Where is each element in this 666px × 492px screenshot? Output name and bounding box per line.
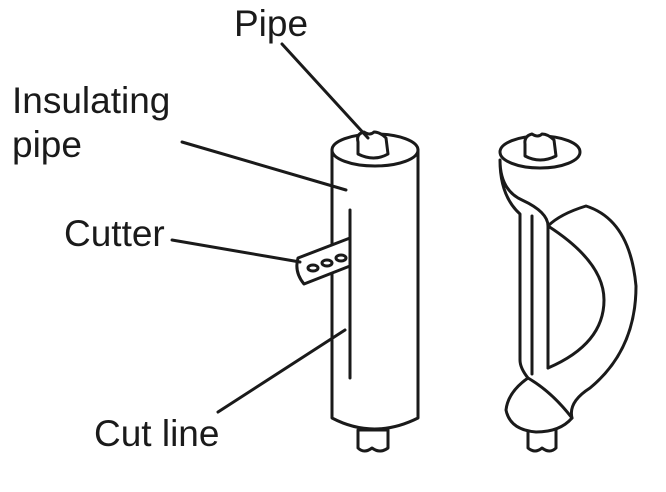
opened-insulation-inner — [546, 224, 606, 370]
opened-lower-edge — [526, 376, 574, 420]
cut-line-label: Cut line — [94, 413, 220, 454]
insulating-pipe-label-line2: pipe — [12, 124, 82, 165]
cutter-hole — [306, 263, 320, 273]
cutter-leader-line — [170, 238, 302, 264]
opened-insulation-shell — [498, 158, 638, 434]
pipe-label: Pipe — [234, 3, 309, 44]
cutter-holes — [306, 253, 348, 273]
insulating-pipe-label-line1: Insulating — [12, 80, 171, 121]
insulating-pipe-body — [330, 148, 420, 431]
cutter-hole — [320, 258, 334, 268]
pipe-bottom-stub — [356, 428, 390, 453]
pipe-top-stub — [356, 130, 390, 160]
cut-line-leader-line — [216, 328, 347, 414]
opened-pipe-top-stub — [523, 132, 558, 162]
cutter-hole — [334, 253, 348, 263]
pipe-leader-line — [280, 42, 370, 140]
insulating-pipe-leader-line — [180, 140, 348, 192]
cutter-label: Cutter — [64, 213, 165, 254]
leader-lines — [170, 42, 370, 414]
opened-insulation-figure — [498, 132, 638, 453]
opened-pipe-bottom-stub — [526, 426, 558, 453]
